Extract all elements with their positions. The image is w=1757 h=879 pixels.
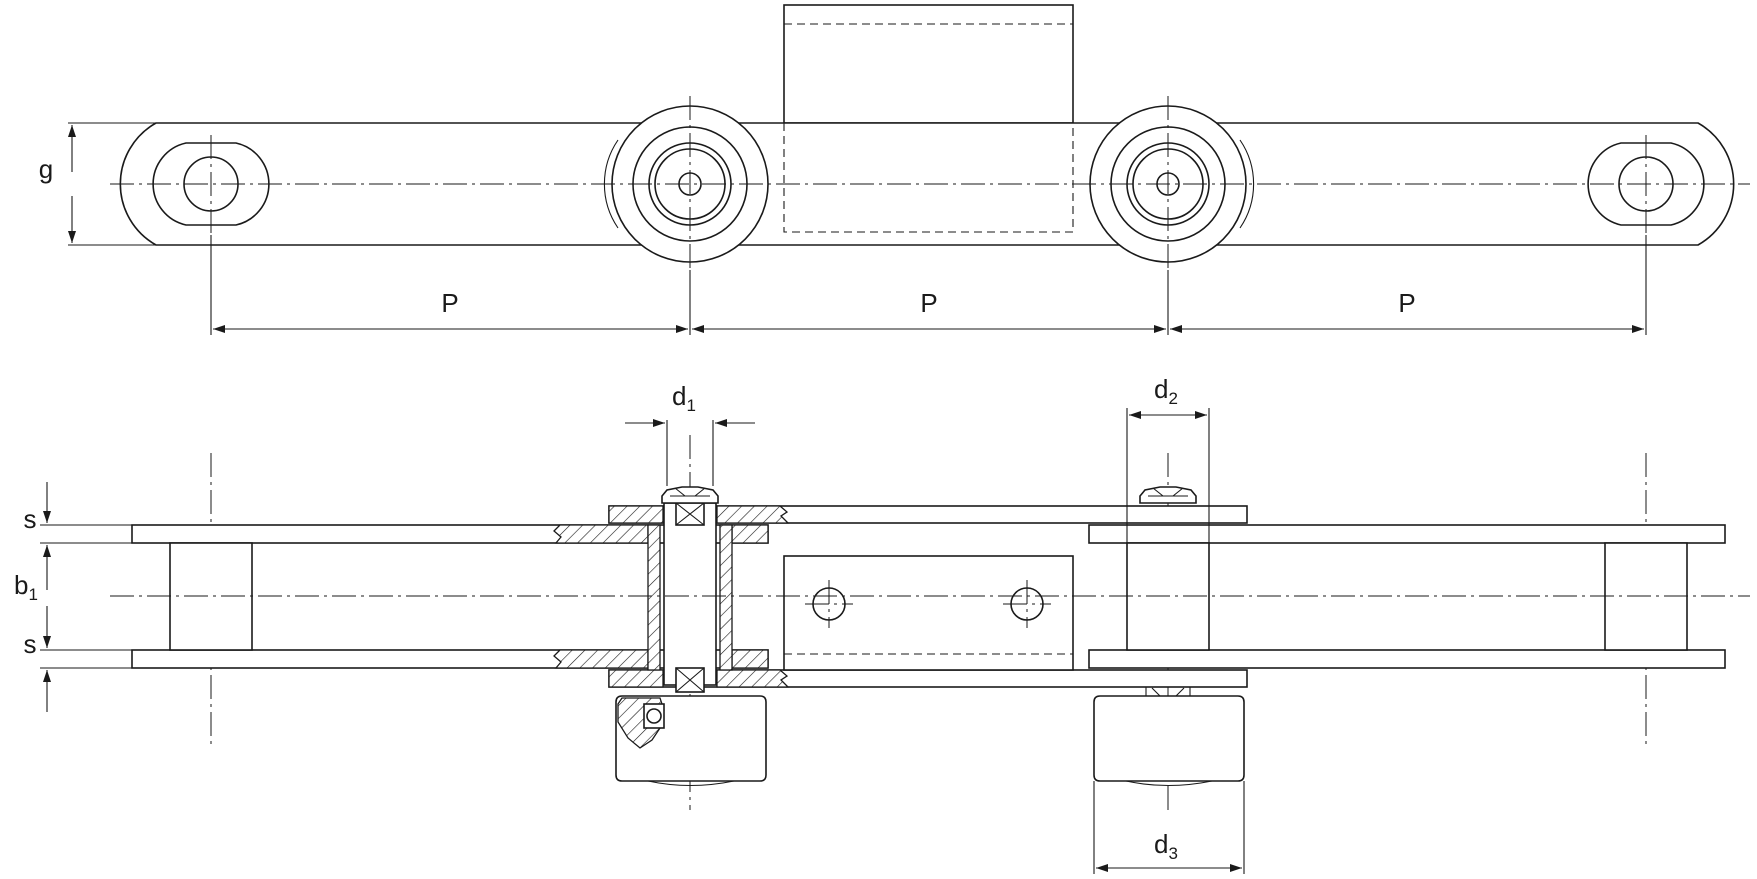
label-g: g bbox=[39, 154, 53, 184]
label-d1: d1 bbox=[672, 381, 696, 415]
dimension-pitch: P P P bbox=[210, 235, 1647, 335]
label-s-top: s bbox=[24, 504, 37, 534]
dimension-d1: d1 bbox=[625, 381, 755, 486]
dimension-g: g bbox=[39, 122, 156, 246]
label-pitch-2: P bbox=[920, 288, 937, 318]
label-d2: d2 bbox=[1154, 374, 1178, 408]
support-roller-right bbox=[1093, 695, 1245, 782]
pin-head-right bbox=[1139, 486, 1197, 504]
label-pitch-3: P bbox=[1398, 288, 1415, 318]
dimension-d3: d3 bbox=[1093, 781, 1245, 874]
label-b1: b1 bbox=[14, 570, 38, 604]
label-d3: d3 bbox=[1154, 829, 1178, 863]
dimension-thickness: s b1 s bbox=[14, 482, 132, 712]
side-view: s b1 s d1 d2 d3 bbox=[14, 374, 1750, 874]
link-plate-bottom-right bbox=[1088, 649, 1726, 669]
pin-section bbox=[663, 502, 717, 686]
attachment-hidden-outline bbox=[783, 123, 1074, 233]
label-pitch-1: P bbox=[441, 288, 458, 318]
dimension-d2: d2 bbox=[1126, 374, 1210, 543]
attachment-block bbox=[783, 555, 1074, 671]
link-plate-top-right bbox=[1088, 524, 1726, 544]
label-s-bottom: s bbox=[24, 629, 37, 659]
pin-head-left bbox=[661, 486, 719, 504]
attachment-plate bbox=[783, 4, 1074, 124]
top-view: g P P P bbox=[39, 4, 1750, 335]
